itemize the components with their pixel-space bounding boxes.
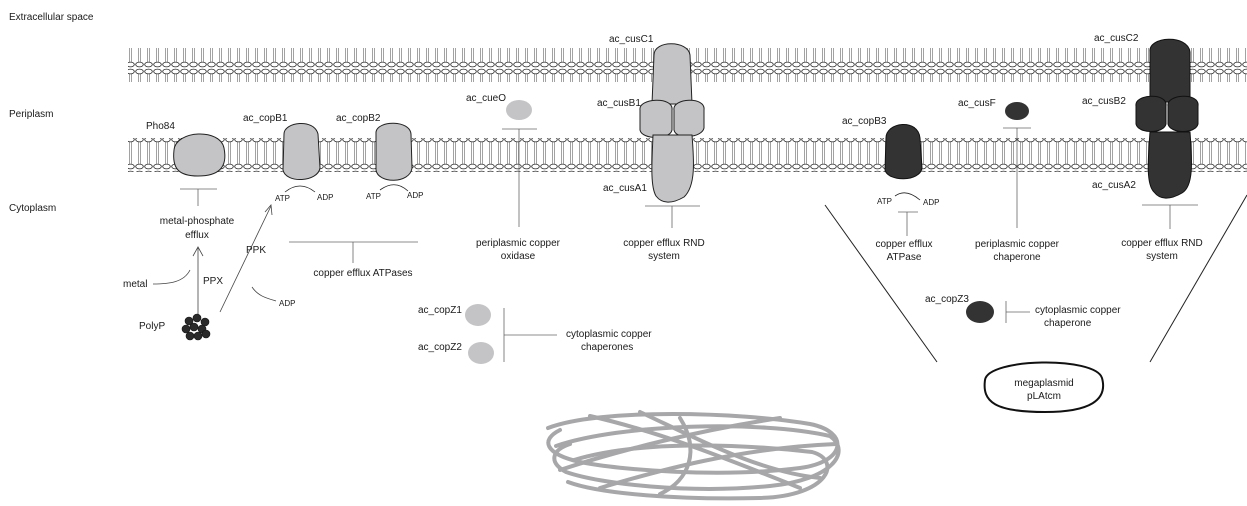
label-cueO: ac_cueO <box>466 93 506 104</box>
func-metal-phosphate-2: efflux <box>185 230 209 241</box>
copZ3-protein <box>966 301 994 323</box>
label-ppx: PPX <box>203 276 223 287</box>
copZ1-protein <box>465 304 491 326</box>
ppk-arrowhead <box>264 204 273 216</box>
func-periplasmic-copper-oxidase-1: periplasmic copper <box>476 238 561 249</box>
func-cytoplasmic-chaperones-1: cytoplasmic copper <box>566 329 652 340</box>
copB1-adp: ADP <box>317 193 333 202</box>
copB1-atp: ATP <box>275 194 290 203</box>
label-polyp: PolyP <box>139 321 165 332</box>
ppx-arrowhead <box>192 246 204 257</box>
copB2-protein <box>375 122 413 181</box>
cusF-protein <box>1005 102 1029 120</box>
label-cusB2: ac_cusB2 <box>1082 96 1126 107</box>
copB1-hydrolysis-arrow <box>284 185 316 193</box>
copB3-adp: ADP <box>923 198 939 207</box>
func-cytoplasmic-chaperone-1: cytoplasmic copper <box>1035 305 1121 316</box>
label-copZ3: ac_copZ3 <box>925 294 969 305</box>
copB1-protein <box>282 123 321 180</box>
copB3-hydrolysis-arrow <box>894 192 921 201</box>
label-copZ2: ac_copZ2 <box>418 342 462 353</box>
chromosome <box>546 410 841 501</box>
label-metal: metal <box>123 279 147 290</box>
label-cusA1: ac_cusA1 <box>603 183 647 194</box>
zoom-line-right <box>1149 194 1247 363</box>
pho84-protein <box>173 133 226 177</box>
zoom-line-left <box>824 204 938 363</box>
ppk-adp-arrow <box>251 286 277 302</box>
func-periplasmic-copper-chaperone-2: chaperone <box>993 252 1041 263</box>
copB2-hydrolysis-arrow <box>379 184 409 192</box>
label-ppk: PPK <box>246 245 266 256</box>
func-copper-efflux-rnd-b-1: copper efflux RND <box>1121 238 1203 249</box>
func-copper-efflux-atpase-1: copper efflux <box>875 239 932 250</box>
cus-system-1 <box>639 43 705 203</box>
func-cytoplasmic-chaperone-2: chaperone <box>1044 318 1092 329</box>
copB2-atp: ATP <box>366 192 381 201</box>
label-cusA2: ac_cusA2 <box>1092 180 1136 191</box>
ppk-arrow <box>219 205 272 313</box>
megaplasmid-ring <box>983 361 1105 414</box>
cueO-protein <box>506 100 532 120</box>
func-metal-phosphate-1: metal-phosphate <box>160 216 235 227</box>
label-cusC2: ac_cusC2 <box>1094 33 1139 44</box>
func-cytoplasmic-chaperones-2: chaperones <box>581 342 633 353</box>
copZ2-protein <box>468 342 494 364</box>
func-copper-efflux-atpase-2: ATPase <box>887 252 922 263</box>
label-copB3: ac_copB3 <box>842 116 887 127</box>
func-periplasmic-copper-chaperone-1: periplasmic copper <box>975 239 1060 250</box>
func-copper-efflux-rnd-2: system <box>648 251 680 262</box>
polyp-granule <box>181 313 211 341</box>
func-copper-efflux-atpases: copper efflux ATPases <box>313 268 412 279</box>
region-cytoplasm: Cytoplasm <box>9 203 56 214</box>
label-ppk-adp: ADP <box>279 299 295 308</box>
megaplasmid-label-1: megaplasmid <box>1014 378 1073 389</box>
func-periplasmic-copper-oxidase-2: oxidase <box>501 251 536 262</box>
copB3-protein <box>884 124 923 180</box>
label-copB1: ac_copB1 <box>243 113 288 124</box>
label-copB2: ac_copB2 <box>336 113 381 124</box>
label-copZ1: ac_copZ1 <box>418 305 462 316</box>
func-copper-efflux-rnd-1: copper efflux RND <box>623 238 705 249</box>
label-cusC1: ac_cusC1 <box>609 34 654 45</box>
region-extracellular: Extracellular space <box>9 12 94 23</box>
megaplasmid-label-2: pLAtcm <box>1027 391 1061 402</box>
label-cusF: ac_cusF <box>958 98 996 109</box>
label-pho84: Pho84 <box>146 121 175 132</box>
copB2-adp: ADP <box>407 191 423 200</box>
cus-system-2 <box>1135 38 1199 199</box>
copB3-atp: ATP <box>877 197 892 206</box>
func-copper-efflux-rnd-b-2: system <box>1146 251 1178 262</box>
metal-arrow <box>152 269 191 285</box>
label-cusB1: ac_cusB1 <box>597 98 641 109</box>
region-periplasm: Periplasm <box>9 109 53 120</box>
